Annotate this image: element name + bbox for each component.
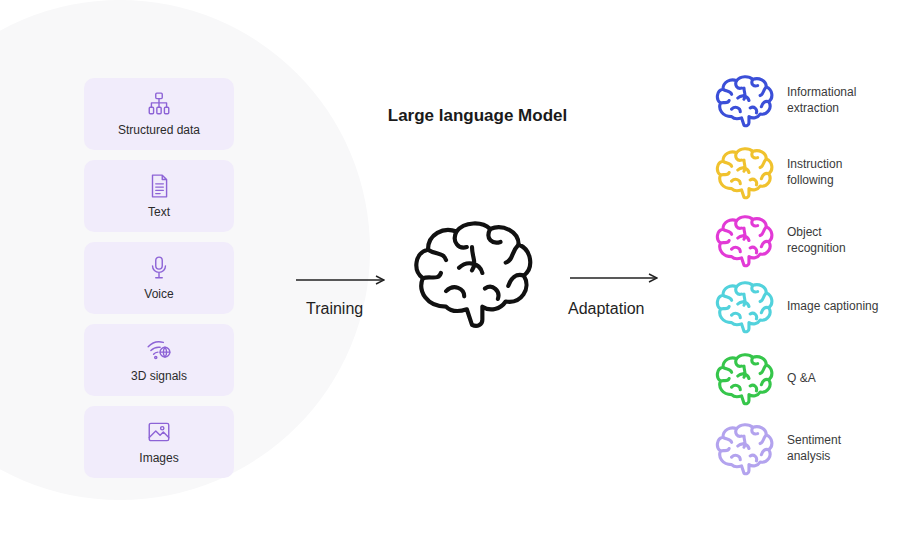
task-label: Instruction following	[787, 156, 879, 188]
model-title: Large language Model	[350, 106, 605, 126]
input-label: Structured data	[118, 123, 200, 137]
input-icon	[146, 173, 172, 199]
brain-icon	[713, 421, 775, 476]
task-label: Q &A	[787, 370, 879, 386]
model-node: Large language Model	[350, 106, 605, 341]
input-box: Structured data	[84, 78, 234, 150]
adaptation-arrow	[570, 277, 657, 278]
arrow-label: Adaptation	[568, 300, 645, 318]
brain-icon	[407, 216, 537, 330]
input-box: 3D signals	[84, 324, 234, 396]
input-icon	[146, 255, 172, 281]
input-label: 3D signals	[131, 369, 187, 383]
input-icon	[146, 337, 172, 363]
input-box: Images	[84, 406, 234, 478]
input-icon	[146, 91, 172, 117]
input-box: Voice	[84, 242, 234, 314]
input-label: Images	[139, 451, 178, 465]
brain-illustration	[407, 216, 537, 334]
background-circle	[0, 0, 370, 500]
task-label: Informational extraction	[787, 84, 879, 116]
input-label: Text	[148, 205, 170, 219]
task-node: Informational extraction	[713, 72, 893, 128]
brain-icon	[713, 213, 775, 268]
brain-icon	[713, 279, 775, 334]
task-label: Sentiment analysis	[787, 432, 879, 464]
task-node: Instruction following	[713, 144, 893, 200]
input-box: Text	[84, 160, 234, 232]
brain-icon	[713, 73, 775, 128]
task-node: Q &A	[713, 350, 893, 406]
arrow-label: Training	[306, 300, 363, 318]
task-node: Image captioning	[713, 278, 893, 334]
training-arrow	[296, 279, 384, 280]
input-label: Voice	[144, 287, 173, 301]
input-icon	[146, 419, 172, 445]
task-node: Object recognition	[713, 212, 893, 268]
task-label: Image captioning	[787, 298, 879, 314]
brain-icon	[713, 145, 775, 200]
task-label: Object recognition	[787, 224, 879, 256]
task-node: Sentiment analysis	[713, 420, 893, 476]
brain-icon	[713, 351, 775, 406]
